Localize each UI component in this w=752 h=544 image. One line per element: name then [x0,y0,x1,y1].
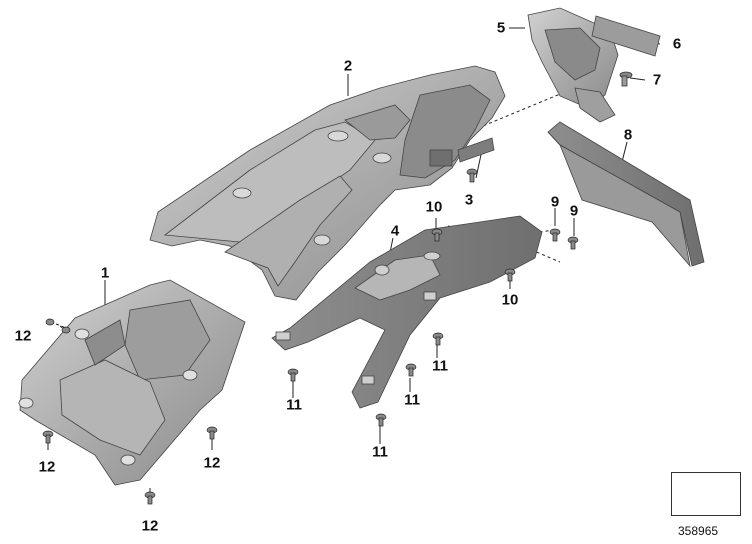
part-2-rear-frame [149,65,506,301]
callout-7: 7 [652,71,662,89]
callout-12a: 12 [14,327,32,345]
callout-1: 1 [100,264,110,282]
screw-10a [431,228,443,242]
part-6-plate [591,15,661,57]
screw-9b [567,236,579,250]
screw-11b [432,332,444,346]
callout-8: 8 [623,126,633,144]
screw-12a [42,430,54,444]
callout-10b: 10 [501,291,519,309]
screw-11c [405,363,417,377]
screw-12b [206,426,218,440]
navigation-box[interactable] [671,472,741,516]
callout-12b: 12 [38,458,56,476]
part-7-screw [619,71,633,87]
callout-5: 5 [496,19,506,37]
screw-12d [45,318,55,326]
callout-2: 2 [343,57,353,75]
part-1-tray [18,279,246,486]
screws [42,168,579,505]
callout-9a: 9 [550,193,560,211]
part-8-bracket [547,121,705,268]
callout-12c: 12 [203,454,221,472]
callout-10a: 10 [425,198,443,216]
screw-3 [466,168,478,183]
screw-12c [144,491,156,505]
callout-11c: 11 [404,391,420,409]
callout-6: 6 [672,35,682,53]
callout-11b: 11 [432,357,448,375]
callout-11d: 11 [372,443,388,461]
screw-10b [504,268,516,282]
callout-12d: 12 [141,517,159,535]
screw-9a [549,228,561,242]
screw-12e [61,326,71,334]
diagram-number: 358965 [678,524,719,538]
callout-11a: 11 [286,396,302,414]
screw-11a [287,368,299,382]
callout-4: 4 [390,222,400,240]
part-4-support-frame [271,215,543,409]
screw-11d [375,413,387,427]
callout-3: 3 [464,191,474,209]
callout-9b: 9 [569,202,579,220]
